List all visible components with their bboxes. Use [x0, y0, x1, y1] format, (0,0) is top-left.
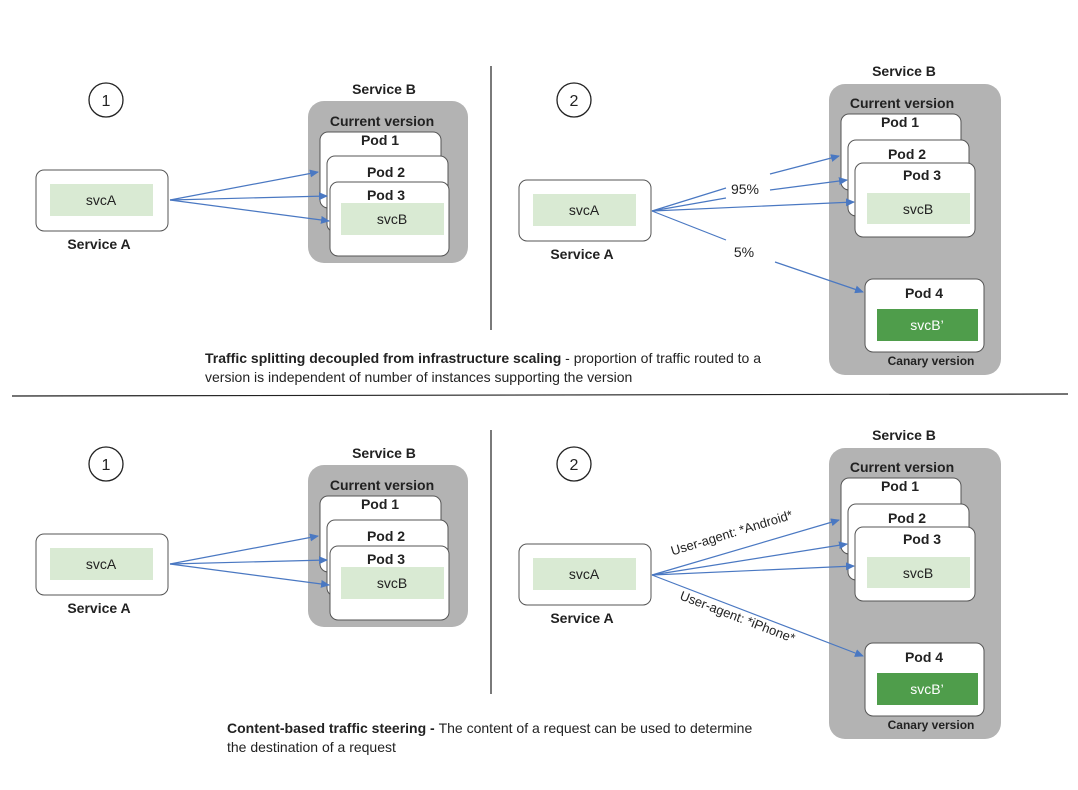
caption-traffic-splitting: Traffic splitting decoupled from infrast… — [205, 349, 805, 387]
route-arrow — [651, 541, 848, 576]
step-badge — [556, 446, 592, 482]
caption-heading: Content-based traffic steering - — [227, 720, 439, 736]
route-arrow — [651, 198, 855, 212]
canary-version-label: Canary version — [888, 354, 975, 368]
pod-label: Pod 1 — [881, 114, 919, 130]
current-version-label: Current version — [330, 477, 434, 493]
canary-pod-label: Pod 4 — [905, 649, 943, 665]
pod-label: Pod 2 — [888, 146, 926, 162]
route-current-label: User-agent: *Android* — [669, 507, 794, 558]
svc-b-chip — [341, 567, 444, 599]
service-a-label: Service A — [67, 236, 130, 252]
pod-label: Pod 1 — [361, 132, 399, 148]
pod-label: Pod 2 — [367, 528, 405, 544]
service-a-label: Service A — [550, 610, 613, 626]
svc-a-chip — [533, 558, 636, 590]
pod-label: Pod 3 — [903, 167, 941, 183]
service-b-title: Service B — [352, 81, 416, 97]
route-arrow — [169, 563, 330, 588]
scenario-1: 1 svcA Service A Service B Current versi… — [35, 445, 468, 627]
svc-b-canary-chip — [877, 309, 978, 341]
pod-label: Pod 3 — [903, 531, 941, 547]
service-b-title: Service B — [872, 63, 936, 79]
route-arrow — [169, 199, 330, 224]
route-arrow — [774, 261, 864, 294]
panel-content-steering: 1 svcA Service A Service B Current versi… — [35, 427, 1001, 739]
pod-label: Pod 1 — [881, 478, 919, 494]
step-badge — [88, 446, 124, 482]
step-number: 2 — [570, 93, 579, 110]
svc-b-name: svcB — [377, 575, 407, 591]
caption-heading: Traffic splitting decoupled from infrast… — [205, 350, 562, 366]
svc-b-name: svcB — [377, 211, 407, 227]
step-number: 2 — [570, 457, 579, 474]
canary-version-label: Canary version — [888, 718, 975, 732]
step-badge — [88, 82, 124, 118]
canary-pod-label: Pod 4 — [905, 285, 943, 301]
service-b-title: Service B — [872, 427, 936, 443]
step-number: 1 — [102, 93, 111, 110]
svc-a-chip — [50, 548, 153, 580]
divider-horizontal — [11, 393, 1069, 397]
caption-body: The content of a request can be used to … — [227, 720, 753, 755]
svc-b-name: svcB — [903, 565, 933, 581]
caption-content-steering: Content-based traffic steering - The con… — [227, 719, 757, 757]
route-arrow — [651, 574, 864, 657]
pod-label: Pod 3 — [367, 551, 405, 567]
panel-traffic-splitting: 1 svcA Service A Service B Current versi… — [35, 63, 1001, 375]
svc-b-canary-chip — [877, 673, 978, 705]
scenario-2: 2 svcA Service A Service B Current versi… — [518, 63, 1001, 375]
service-b-title: Service B — [352, 445, 416, 461]
svc-a-name: svcA — [86, 192, 117, 208]
route-arrow — [769, 177, 848, 191]
service-a-label: Service A — [67, 600, 130, 616]
route-line — [651, 197, 727, 212]
svc-a-chip — [533, 194, 636, 226]
svc-b-chip — [341, 203, 444, 235]
route-arrow — [169, 533, 319, 565]
svc-b-canary-name: svcB’ — [910, 317, 943, 333]
pod-label: Pod 1 — [361, 496, 399, 512]
svc-a-name: svcA — [569, 566, 600, 582]
route-canary-label: User-agent: *iPhone* — [678, 588, 797, 646]
svc-b-chip — [867, 557, 970, 588]
scenario-1: 1 svcA Service A Service B Current versi… — [35, 81, 468, 263]
svc-b-chip — [867, 193, 970, 224]
route-arrow — [169, 169, 319, 201]
route-arrow — [651, 518, 840, 576]
svc-a-name: svcA — [569, 202, 600, 218]
service-a-label: Service A — [550, 246, 613, 262]
pod-label: Pod 2 — [367, 164, 405, 180]
pod-label: Pod 2 — [888, 510, 926, 526]
caption-body: - proportion of traffic routed to a vers… — [205, 350, 762, 385]
route-arrow — [169, 556, 328, 565]
current-version-label: Current version — [850, 95, 954, 111]
step-number: 1 — [102, 457, 111, 474]
route-line — [651, 210, 727, 241]
svc-a-name: svcA — [86, 556, 117, 572]
current-version-label: Current version — [330, 113, 434, 129]
route-arrow — [169, 192, 328, 201]
route-arrow — [769, 154, 840, 175]
svc-b-name: svcB — [903, 201, 933, 217]
current-version-label: Current version — [850, 459, 954, 475]
svc-b-canary-name: svcB’ — [910, 681, 943, 697]
route-current-label: 95% — [731, 181, 759, 197]
route-arrow — [651, 562, 855, 576]
route-canary-label: 5% — [734, 244, 754, 260]
step-badge — [556, 82, 592, 118]
pod-label: Pod 3 — [367, 187, 405, 203]
route-line — [651, 187, 727, 212]
scenario-2: 2 svcA Service A Service B Current versi… — [518, 427, 1001, 739]
svc-a-chip — [50, 184, 153, 216]
